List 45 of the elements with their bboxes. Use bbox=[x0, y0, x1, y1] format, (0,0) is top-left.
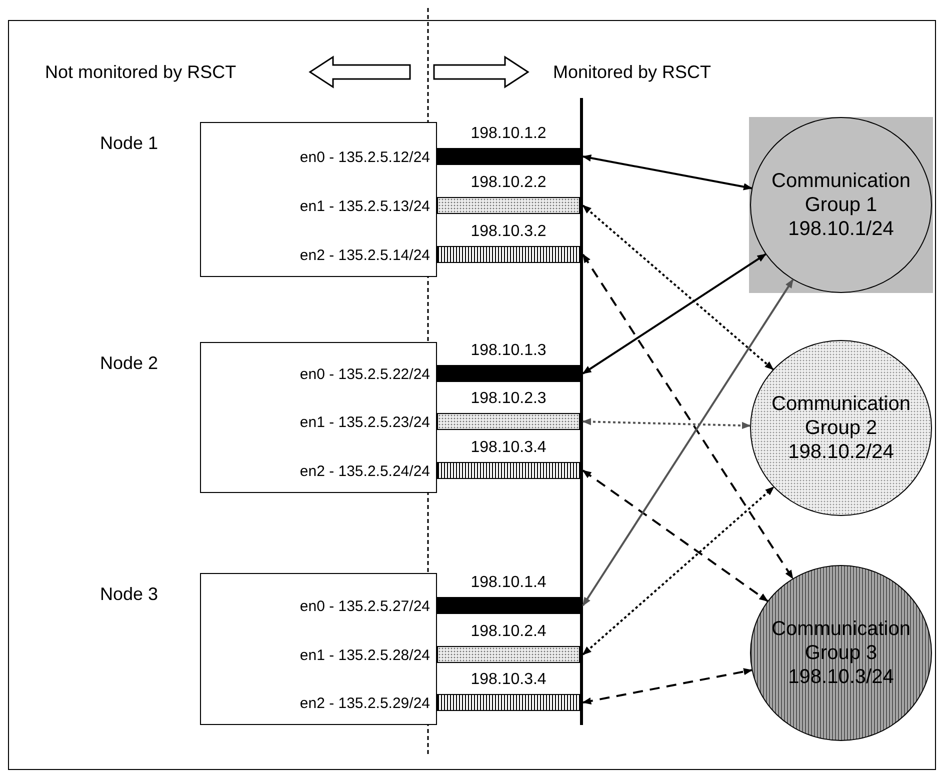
ip-address: 198.10.1.2 bbox=[470, 124, 548, 144]
connector-arrow bbox=[582, 154, 753, 190]
ip-address: 198.10.1.3 bbox=[470, 341, 548, 361]
group-label: Communication Group 1 bbox=[770, 169, 912, 217]
region-label: Monitored by RSCT bbox=[553, 61, 712, 84]
adapter-bar bbox=[437, 197, 580, 214]
adapter-bar bbox=[437, 148, 580, 165]
adapter-bar bbox=[437, 365, 580, 382]
connector-arrow bbox=[582, 470, 768, 602]
adapter-bar bbox=[437, 694, 580, 711]
adapter-label: en0 - 135.2.5.27/24 bbox=[300, 598, 430, 616]
ip-address: 198.10.3.2 bbox=[470, 222, 548, 242]
adapter-bar bbox=[437, 462, 580, 479]
adapter-label: en2 - 135.2.5.29/24 bbox=[300, 694, 430, 712]
connector-arrow bbox=[582, 253, 766, 374]
connector-arrow bbox=[582, 418, 751, 430]
group-label: Communication Group 2 bbox=[770, 392, 912, 440]
adapter-label: en2 - 135.2.5.14/24 bbox=[300, 246, 430, 264]
connector-arrow bbox=[582, 486, 774, 656]
adapter-label: en1 - 135.2.5.28/24 bbox=[300, 646, 430, 664]
node-label: Node 1 bbox=[100, 132, 158, 154]
ip-address: 198.10.2.3 bbox=[470, 389, 548, 409]
ip-address: 198.10.3.4 bbox=[470, 670, 548, 690]
adapter-bar bbox=[437, 646, 580, 663]
adapter-label: en1 - 135.2.5.23/24 bbox=[300, 414, 430, 432]
group-label: 198.10.3/24 bbox=[787, 665, 895, 689]
group-label: 198.10.1/24 bbox=[787, 217, 895, 241]
group-label: 198.10.2/24 bbox=[787, 440, 895, 464]
ip-address: 198.10.2.2 bbox=[470, 173, 548, 193]
adapter-label: en1 - 135.2.5.13/24 bbox=[300, 198, 430, 216]
adapter-label: en0 - 135.2.5.22/24 bbox=[300, 366, 430, 384]
ip-address: 198.10.3.4 bbox=[470, 438, 548, 458]
connector-arrow bbox=[582, 204, 774, 370]
ip-address: 198.10.1.4 bbox=[470, 573, 548, 593]
node-label: Node 2 bbox=[100, 352, 158, 374]
adapter-bar bbox=[437, 246, 580, 263]
adapter-bar bbox=[437, 597, 580, 614]
connector-arrow bbox=[582, 668, 753, 704]
region-label: Not monitored by RSCT bbox=[45, 61, 236, 84]
adapter-label: en0 - 135.2.5.12/24 bbox=[300, 148, 430, 166]
node-label: Node 3 bbox=[100, 583, 158, 605]
group-label: Communication Group 3 bbox=[770, 617, 912, 665]
adapter-label: en2 - 135.2.5.24/24 bbox=[300, 462, 430, 480]
ip-address: 198.10.2.4 bbox=[470, 622, 548, 642]
adapter-bar bbox=[437, 413, 580, 430]
